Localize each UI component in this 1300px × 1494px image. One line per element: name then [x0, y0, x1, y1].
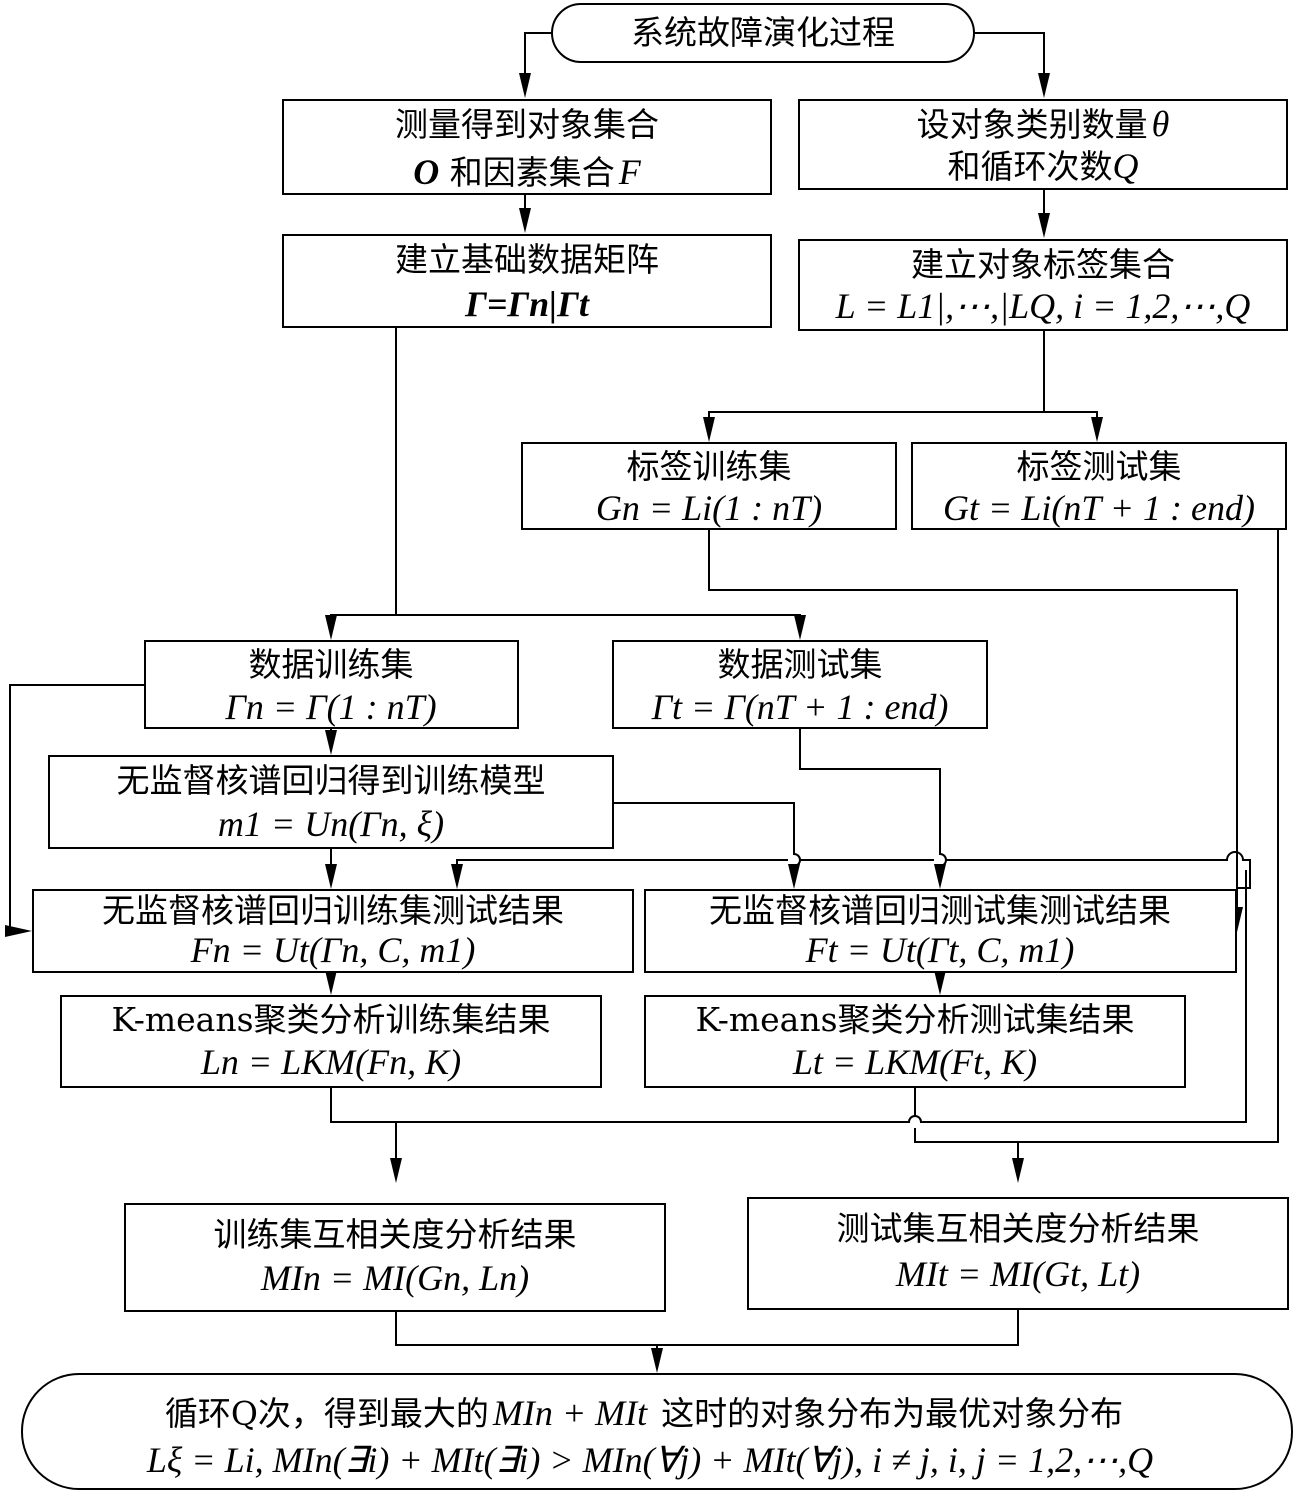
node-formula: 和循环次数Q [948, 146, 1139, 186]
connector-start-left [524, 32, 552, 93]
node-label: K-means聚类分析训练集结果 [111, 1000, 550, 1039]
node-label: 标签测试集 [1017, 447, 1182, 486]
connector-model-testresult [613, 802, 801, 883]
node-label: 建立基础数据矩阵 [395, 240, 659, 279]
node-mi-test: 测试集互相关度分析结果 MIt = MI(Gt, Lt) [747, 1197, 1289, 1310]
node-formula: Γt = Γ(nT + 1 : end) [651, 687, 949, 727]
node-formula: Γn = Γ(1 : nT) [224, 687, 436, 727]
node-kmeans-test: K-means聚类分析测试集结果 Lt = LKM(Ft, K) [644, 995, 1186, 1088]
node-formula: MIn = MI(Gn, Ln) [260, 1258, 529, 1298]
node-formula: Ft = Ut(Γt, C, m1) [805, 930, 1075, 970]
node-label-set: 建立对象标签集合 L = L1|,⋯,|LQ, i = 1,2,⋯,Q [798, 239, 1288, 331]
arrowhead [519, 208, 531, 233]
arrowhead [651, 1348, 663, 1373]
arrowhead [1038, 213, 1050, 238]
arrowhead [703, 417, 715, 442]
node-label: 系统故障演化过程 [631, 13, 895, 52]
arrowhead [788, 864, 800, 889]
node-label: 无监督核谱回归测试集测试结果 [709, 891, 1171, 930]
node-mi-train: 训练集互相关度分析结果 MIn = MI(Gn, Ln) [124, 1203, 666, 1312]
node-label: 无监督核谱回归训练集测试结果 [102, 891, 564, 930]
node-label: 数据训练集 [249, 645, 414, 684]
node-train-model: 无监督核谱回归得到训练模型 m1 = Un(Γn, ξ) [48, 755, 614, 849]
node-formula: L = L1|,⋯,|LQ, i = 1,2,⋯,Q [835, 286, 1251, 326]
node-label: 数据测试集 [718, 645, 883, 684]
arrowhead [325, 864, 337, 889]
node-label: 测试集互相关度分析结果 [837, 1209, 1200, 1248]
arrowhead [325, 615, 337, 640]
node-train-result: 无监督核谱回归训练集测试结果 Fn = Ut(Γn, C, m1) [32, 889, 634, 973]
arrowhead [451, 864, 463, 889]
arrowhead [794, 615, 806, 640]
arrowhead [1091, 417, 1103, 442]
arrowhead [934, 864, 946, 889]
node-base-matrix: 建立基础数据矩阵 Γ=Γn|Γt [282, 234, 772, 328]
node-start: 系统故障演化过程 [551, 3, 975, 63]
connector-start-right [974, 32, 1045, 93]
node-data-test: 数据测试集 Γt = Γ(nT + 1 : end) [612, 640, 988, 729]
node-label: 测量得到对象集合 [395, 105, 659, 144]
node-label: 建立对象标签集合 [911, 245, 1175, 284]
node-formula: Γ=Γn|Γt [464, 284, 590, 324]
connector-labeltrain-right [708, 529, 1238, 926]
node-formula: Fn = Ut(Γn, C, m1) [190, 930, 476, 970]
node-formula: Gt = Li(nT + 1 : end) [943, 488, 1255, 528]
node-label: 训练集互相关度分析结果 [214, 1215, 577, 1254]
arrowhead [519, 73, 531, 98]
arrowhead [390, 1158, 402, 1183]
node-formula: Ln = LKM(Fn, K) [200, 1042, 461, 1082]
arrowhead [325, 970, 337, 995]
node-label-test: 标签测试集 Gt = Li(nT + 1 : end) [911, 442, 1287, 530]
connector-labelset-split [708, 330, 1098, 436]
connectors [9, 32, 1279, 1366]
arrowhead [5, 925, 32, 937]
arrowhead [934, 970, 946, 995]
connector-mi-final [395, 1310, 1019, 1366]
node-label: 无监督核谱回归得到训练模型 [117, 761, 546, 800]
arrowhead [325, 730, 337, 755]
connector-kmtest-mitest [914, 1087, 1019, 1176]
node-formula: m1 = Un(Γn, ξ) [218, 804, 444, 844]
node-data-train: 数据训练集 Γn = Γ(1 : nT) [144, 640, 519, 729]
node-label: 标签训练集 [627, 447, 792, 486]
node-formula: MIt = MI(Gt, Lt) [895, 1254, 1140, 1294]
node-kmeans-train: K-means聚类分析训练集结果 Ln = LKM(Fn, K) [60, 995, 602, 1088]
arrowhead [1038, 73, 1050, 98]
node-formula: Lξ = Li, MIn(∃i) + MIt(∃i) > MIn(∀j) + M… [146, 1440, 1153, 1480]
arrowhead [1012, 1158, 1024, 1183]
node-test-result: 无监督核谱回归测试集测试结果 Ft = Ut(Γt, C, m1) [644, 889, 1237, 973]
node-label: K-means聚类分析测试集结果 [695, 1000, 1134, 1039]
node-formula: Gn = Li(1 : nT) [596, 488, 822, 528]
node-formula: Lt = LKM(Ft, K) [792, 1042, 1037, 1082]
node-label-train: 标签训练集 Gn = Li(1 : nT) [521, 442, 897, 530]
connector-crossing [456, 851, 1251, 889]
